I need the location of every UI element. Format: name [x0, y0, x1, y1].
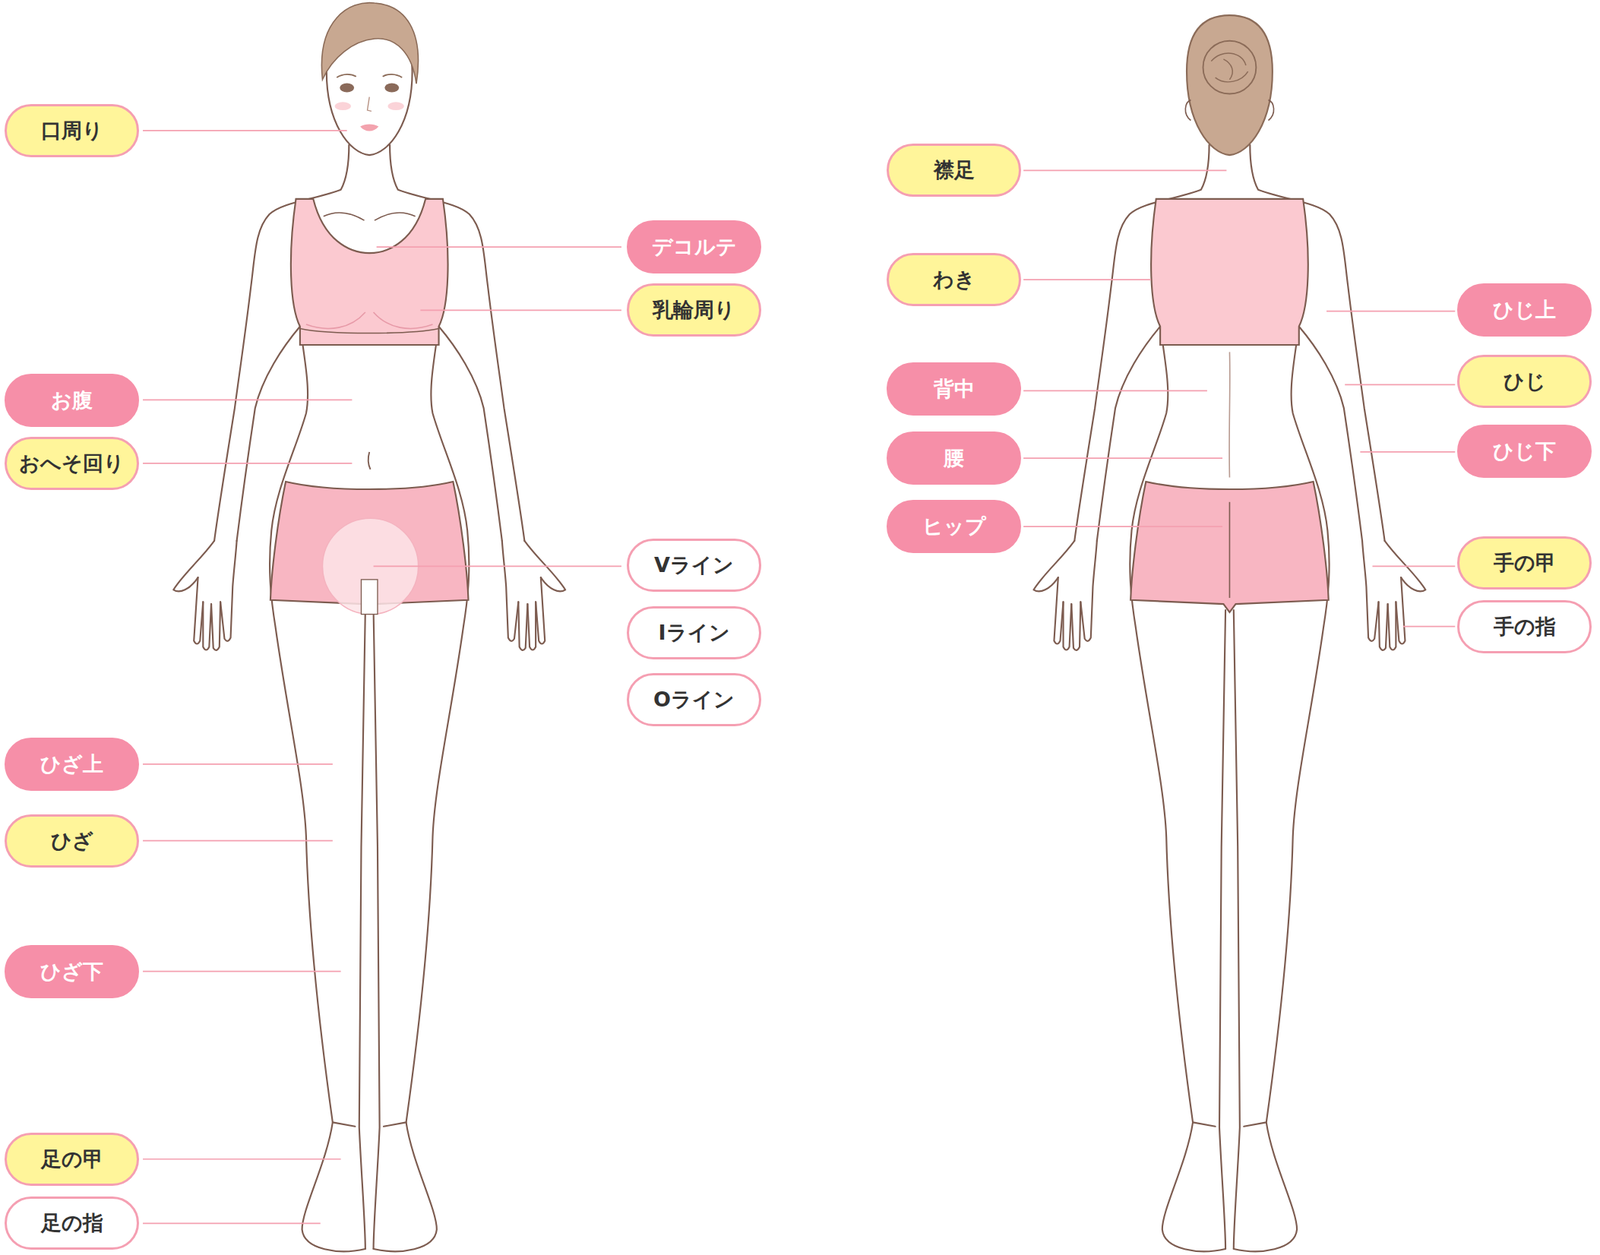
area-label: デコルテ — [651, 233, 737, 261]
area-label: 乳輪周り — [652, 296, 736, 324]
area-pill: ヒップ — [886, 499, 1022, 554]
area-label: 腰 — [943, 444, 965, 472]
area-pill: Vライン — [626, 538, 762, 592]
area-pill: 背中 — [886, 362, 1022, 416]
area-label: Vライン — [654, 551, 734, 579]
area-label: Oライン — [653, 686, 735, 714]
area-label: お腹 — [50, 386, 93, 415]
area-label: 口周り — [41, 116, 104, 145]
area-pill: お腹 — [4, 373, 140, 427]
area-label: ヒップ — [922, 512, 987, 541]
area-label: 背中 — [933, 375, 975, 403]
back-figure — [1033, 15, 1427, 1252]
area-pill: Iライン — [626, 606, 762, 660]
area-pill: ひじ上 — [1457, 283, 1592, 337]
area-pill: おへそ回り — [4, 436, 140, 491]
area-pill: ひざ下 — [4, 945, 140, 999]
area-label: 足の甲 — [41, 1145, 104, 1174]
area-label: ひじ — [1503, 367, 1547, 396]
area-pill: ひじ — [1457, 354, 1592, 408]
area-pill: 足の甲 — [4, 1132, 140, 1186]
area-pill: ひじ下 — [1457, 424, 1592, 478]
area-pill: 手の指 — [1457, 600, 1592, 654]
area-pill: デコルテ — [626, 220, 762, 274]
area-label: Iライン — [657, 619, 730, 647]
area-pill: 腰 — [886, 431, 1022, 485]
area-pill: ひざ — [4, 814, 140, 868]
area-label: 手の指 — [1493, 613, 1556, 641]
area-pill: ひざ上 — [4, 737, 140, 791]
area-pill: わき — [886, 252, 1022, 307]
area-label: ひじ上 — [1492, 296, 1556, 324]
area-pill: 足の指 — [4, 1196, 140, 1250]
area-pill: 乳輪周り — [626, 283, 762, 337]
area-label: おへそ回り — [18, 449, 125, 478]
area-label: わき — [932, 265, 976, 294]
area-label: 足の指 — [41, 1209, 104, 1237]
area-label: ひじ下 — [1492, 437, 1556, 465]
area-pill: 口周り — [4, 104, 140, 158]
area-pill: 手の甲 — [1457, 536, 1592, 590]
area-label: ひざ — [50, 827, 94, 855]
area-label: 手の甲 — [1493, 549, 1556, 577]
area-label: ひざ上 — [40, 750, 104, 778]
area-label: 襟足 — [933, 156, 975, 184]
area-label: ひざ下 — [40, 958, 104, 986]
area-pill: Oライン — [626, 673, 762, 727]
leader-lines — [142, 130, 1455, 1224]
front-figure — [173, 3, 566, 1252]
area-pill: 襟足 — [886, 143, 1022, 197]
